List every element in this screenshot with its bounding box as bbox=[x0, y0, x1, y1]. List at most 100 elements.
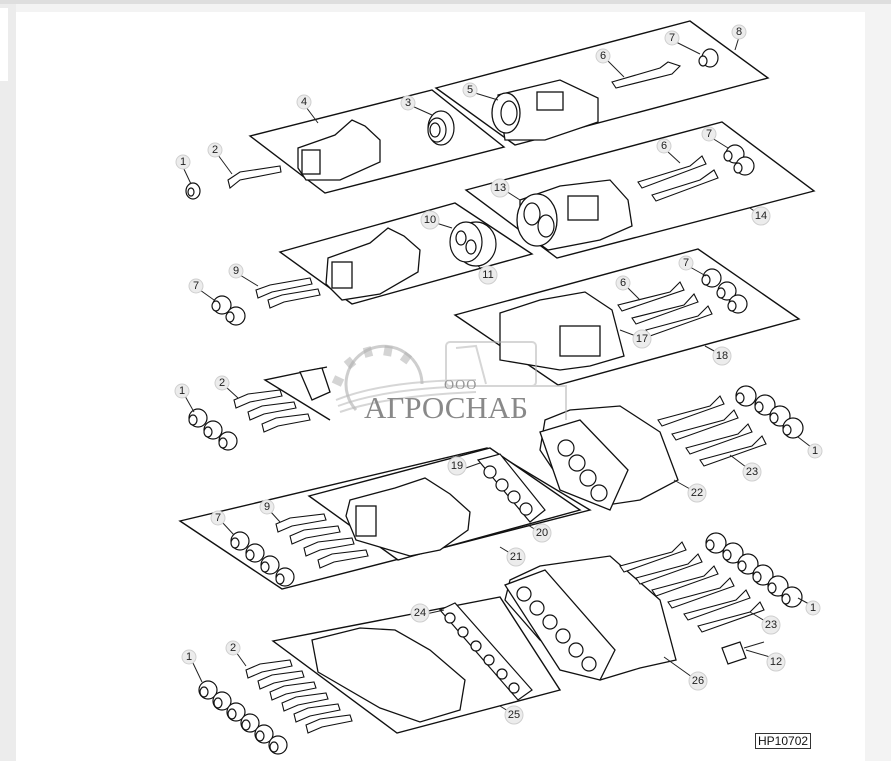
housing-25 bbox=[311, 627, 466, 723]
callout-number: 9 bbox=[233, 265, 239, 277]
callout-number: 25 bbox=[508, 709, 520, 721]
housing-22 bbox=[539, 405, 679, 511]
callout-1: 1 bbox=[174, 383, 190, 399]
watermark-prefix: ООО bbox=[444, 378, 478, 393]
seal-10 bbox=[449, 221, 497, 267]
seal-19 bbox=[476, 453, 546, 523]
callout-number: 11 bbox=[482, 269, 493, 281]
callout-number: 5 bbox=[467, 84, 473, 96]
callout-19: 19 bbox=[447, 456, 467, 476]
housing-4 bbox=[297, 119, 381, 181]
housing-11 bbox=[325, 227, 421, 301]
callout-number: 7 bbox=[215, 512, 221, 524]
housing-20 bbox=[345, 477, 471, 557]
callout-number: 1 bbox=[810, 602, 816, 614]
callout-number: 7 bbox=[706, 128, 712, 140]
wire-seals-1-row5 bbox=[188, 408, 238, 451]
callout-number: 7 bbox=[683, 257, 689, 269]
callout-7: 7 bbox=[664, 30, 680, 46]
callout-2: 2 bbox=[214, 375, 230, 391]
callout-number: 6 bbox=[620, 277, 626, 289]
callout-number: 2 bbox=[212, 144, 218, 156]
callout-number: 9 bbox=[264, 501, 270, 513]
wire-seals-7-row3 bbox=[211, 295, 246, 326]
wire-seals-7-row6 bbox=[230, 531, 295, 587]
callout-number: 10 bbox=[424, 214, 436, 226]
callout-1: 1 bbox=[805, 600, 821, 616]
callout-1: 1 bbox=[175, 154, 191, 170]
housing-partial-row5 bbox=[299, 367, 331, 401]
wire-seal-1-top bbox=[185, 182, 201, 200]
callout-2: 2 bbox=[225, 640, 241, 656]
callout-number: 18 bbox=[716, 350, 728, 362]
callout-7: 7 bbox=[210, 510, 226, 526]
wire-seals-1-row8 bbox=[198, 680, 288, 755]
terminals-23-row5 bbox=[657, 395, 767, 467]
callout-6: 6 bbox=[595, 48, 611, 64]
callout-9: 9 bbox=[259, 499, 275, 515]
terminals-6-row2 bbox=[637, 155, 719, 202]
figure-reference-code: HP10702 bbox=[755, 733, 812, 749]
callout-number: 4 bbox=[301, 96, 307, 108]
left-sidebar-panel bbox=[0, 8, 8, 81]
watermark-logo: ООО АГРОСНАБ bbox=[326, 340, 576, 440]
callout-number: 23 bbox=[746, 466, 758, 478]
callout-3: 3 bbox=[400, 95, 416, 111]
callout-26: 26 bbox=[688, 671, 708, 691]
callout-25: 25 bbox=[504, 705, 524, 725]
callout-number: 1 bbox=[180, 156, 186, 168]
callout-number: 2 bbox=[230, 642, 236, 654]
callout-6: 6 bbox=[615, 275, 631, 291]
terminals-23-row7 bbox=[619, 541, 765, 633]
gear-combine-watermark-icon bbox=[331, 341, 567, 420]
callout-9: 9 bbox=[228, 263, 244, 279]
callout-23: 23 bbox=[761, 615, 781, 635]
terminal-2-top bbox=[227, 165, 282, 189]
callout-17: 17 bbox=[632, 329, 652, 349]
callout-number: 12 bbox=[770, 656, 782, 668]
terminals-9-row6 bbox=[275, 513, 369, 569]
callout-22: 22 bbox=[687, 483, 707, 503]
callout-number: 19 bbox=[451, 460, 463, 472]
callout-number: 21 bbox=[510, 551, 522, 563]
callout-20: 20 bbox=[532, 523, 552, 543]
wire-seals-1-row5-right bbox=[735, 385, 804, 439]
callout-8: 8 bbox=[731, 24, 747, 40]
callout-2: 2 bbox=[207, 142, 223, 158]
terminals-9-row3 bbox=[255, 277, 321, 309]
callout-number: 17 bbox=[636, 333, 648, 345]
wire-seals-1-row7-right bbox=[705, 532, 803, 608]
callout-18: 18 bbox=[712, 346, 732, 366]
callout-7: 7 bbox=[188, 278, 204, 294]
callout-5: 5 bbox=[462, 82, 478, 98]
seal-3 bbox=[427, 110, 455, 146]
window-top-bar bbox=[0, 0, 891, 4]
callout-23: 23 bbox=[742, 462, 762, 482]
callout-number: 7 bbox=[669, 32, 675, 44]
terminals-2-row8 bbox=[245, 659, 353, 734]
wire-seals-7-row2 bbox=[723, 144, 755, 176]
callout-number: 3 bbox=[405, 97, 411, 109]
callout-4: 4 bbox=[296, 94, 312, 110]
callout-21: 21 bbox=[506, 547, 526, 567]
callout-number: 1 bbox=[812, 445, 818, 457]
callout-number: 7 bbox=[193, 280, 199, 292]
housing-26 bbox=[504, 555, 677, 681]
callout-number: 8 bbox=[736, 26, 742, 38]
callout-number: 24 bbox=[414, 607, 426, 619]
watermark-name: АГРОСНАБ bbox=[364, 390, 528, 425]
callout-number: 6 bbox=[600, 50, 606, 62]
seal-12 bbox=[721, 641, 765, 665]
callout-number: 1 bbox=[179, 385, 185, 397]
seal-24 bbox=[439, 602, 533, 701]
housing-13 bbox=[516, 179, 633, 251]
callout-number: 6 bbox=[661, 140, 667, 152]
terminals-2-row5 bbox=[233, 389, 311, 433]
wire-seals-7-row4 bbox=[701, 268, 748, 314]
wire-seal-7-top bbox=[698, 48, 719, 68]
callout-number: 22 bbox=[691, 487, 703, 499]
callout-10: 10 bbox=[420, 210, 440, 230]
callout-7: 7 bbox=[678, 255, 694, 271]
